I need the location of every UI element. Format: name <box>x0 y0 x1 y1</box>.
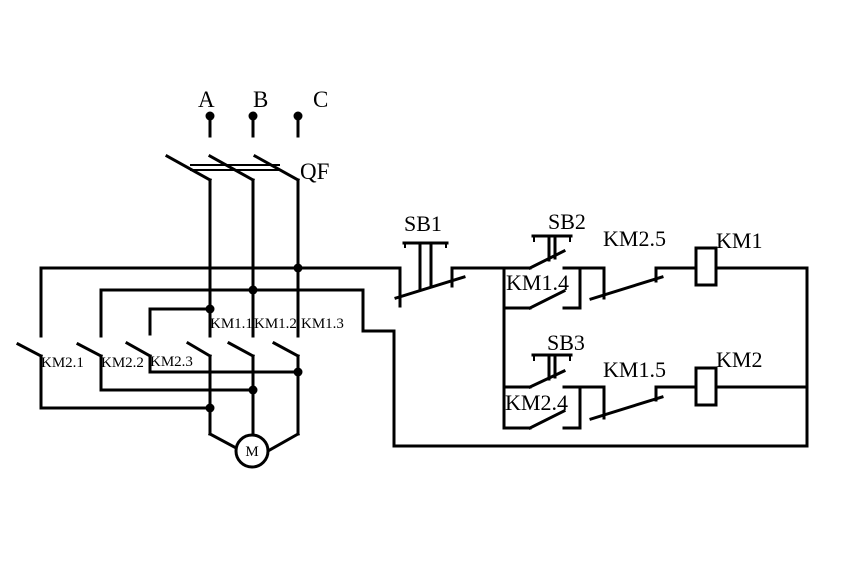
breaker-qf: QF <box>164 153 329 184</box>
phase-c-label: C <box>313 87 328 112</box>
contact-km1-1-label: KM1.1 <box>210 316 253 332</box>
coil-km2-label: KM2 <box>716 347 762 372</box>
sb2-label: SB2 <box>548 209 586 234</box>
phase-swap-wiring <box>39 354 303 436</box>
motor-label: M <box>245 444 258 460</box>
motor: M <box>207 431 301 469</box>
km2-4-label: KM2.4 <box>505 390 568 415</box>
coil-km1-label: KM1 <box>716 228 762 253</box>
reverse-main-contacts: KM2.1 KM2.2 KM2.3 <box>15 340 193 371</box>
stop-button-sb1: SB1 <box>394 211 466 300</box>
phase-b-label: B <box>253 87 268 112</box>
start-button-sb2: SB2 <box>502 209 606 271</box>
interlock-km2-5: KM2.5 <box>589 226 666 301</box>
coil-km1: KM1 <box>694 228 762 287</box>
sb1-label: SB1 <box>404 211 442 236</box>
contact-km2-1-label: KM2.1 <box>41 355 84 371</box>
phase-a-label: A <box>198 87 215 112</box>
breaker-label: QF <box>300 159 329 184</box>
km2-5-label: KM2.5 <box>603 226 666 251</box>
control-circuit: SB1 SB2 KM1.4 KM2.5 <box>251 209 809 448</box>
holding-contact-km2-4: KM2.4 <box>502 385 582 431</box>
km1-5-label: KM1.5 <box>603 357 666 382</box>
reverse-feed <box>39 263 303 338</box>
km1-4-label: KM1.4 <box>506 270 569 295</box>
forward-main-contacts: KM1.1 KM1.2 KM1.3 <box>185 316 344 359</box>
contact-km2-3-label: KM2.3 <box>150 354 193 370</box>
interlock-km1-5: KM1.5 <box>589 357 666 421</box>
start-button-sb3: SB3 <box>502 330 606 389</box>
phase-lines <box>208 178 300 338</box>
contact-km2-2-label: KM2.2 <box>101 355 144 371</box>
phase-terminals: A B C <box>198 87 328 138</box>
holding-contact-km1-4: KM1.4 <box>502 266 582 311</box>
contact-km1-2-label: KM1.2 <box>254 316 297 332</box>
contact-km1-3-label: KM1.3 <box>301 316 344 332</box>
coil-km2: KM2 <box>694 347 762 407</box>
motor-symbol <box>234 433 270 469</box>
sb3-label: SB3 <box>547 330 585 355</box>
